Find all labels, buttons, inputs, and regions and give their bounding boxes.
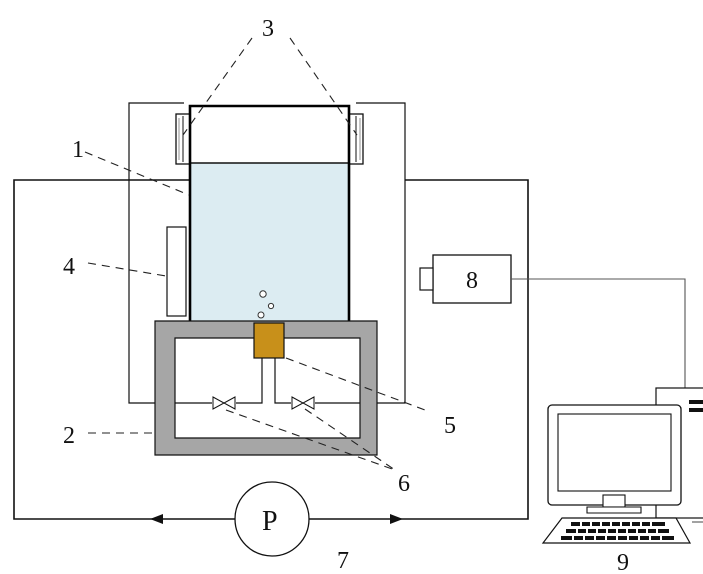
high-speed-camera — [419, 254, 512, 304]
pump-circle — [234, 481, 310, 557]
left-enclosure-wall — [128, 102, 184, 404]
label-4: 4 — [63, 254, 75, 280]
data-cable — [511, 278, 686, 391]
pump-label: P — [262, 506, 278, 537]
tank-walls — [188, 104, 351, 321]
nozzle — [253, 322, 285, 359]
leader-4 — [87, 262, 167, 277]
flow-arrow-right — [390, 514, 403, 524]
light-source-right — [348, 113, 364, 165]
leader-1 — [84, 151, 190, 196]
bubble — [257, 311, 265, 319]
label-3: 3 — [262, 16, 274, 42]
label-6: 6 — [398, 471, 410, 497]
flow-arrow-left — [150, 514, 163, 524]
label-2: 2 — [63, 423, 75, 449]
leader-5 — [285, 357, 426, 411]
leader-3-left — [182, 37, 253, 136]
tank-water — [190, 163, 349, 321]
bubbles — [257, 290, 275, 319]
light-source-left — [175, 113, 191, 165]
label-8: 8 — [466, 268, 478, 294]
pipe-left — [175, 358, 263, 404]
pipe-right — [274, 358, 360, 404]
leader-6b — [304, 408, 396, 471]
valve-right — [291, 396, 315, 410]
monitor-screen — [557, 413, 672, 492]
pressure-sensor — [166, 226, 187, 317]
right-enclosure-wall — [356, 102, 406, 404]
label-1: 1 — [72, 137, 84, 163]
bubble — [259, 290, 267, 298]
leader-lines — [84, 37, 426, 471]
label-9: 9 — [617, 550, 629, 574]
label-5: 5 — [444, 413, 456, 439]
bubble — [267, 302, 275, 310]
leader-6a — [225, 409, 396, 471]
label-7: 7 — [337, 548, 349, 574]
computer — [541, 387, 703, 544]
valve-left — [212, 396, 236, 410]
leader-3-right — [289, 37, 358, 136]
gas-channel-base — [154, 320, 378, 456]
